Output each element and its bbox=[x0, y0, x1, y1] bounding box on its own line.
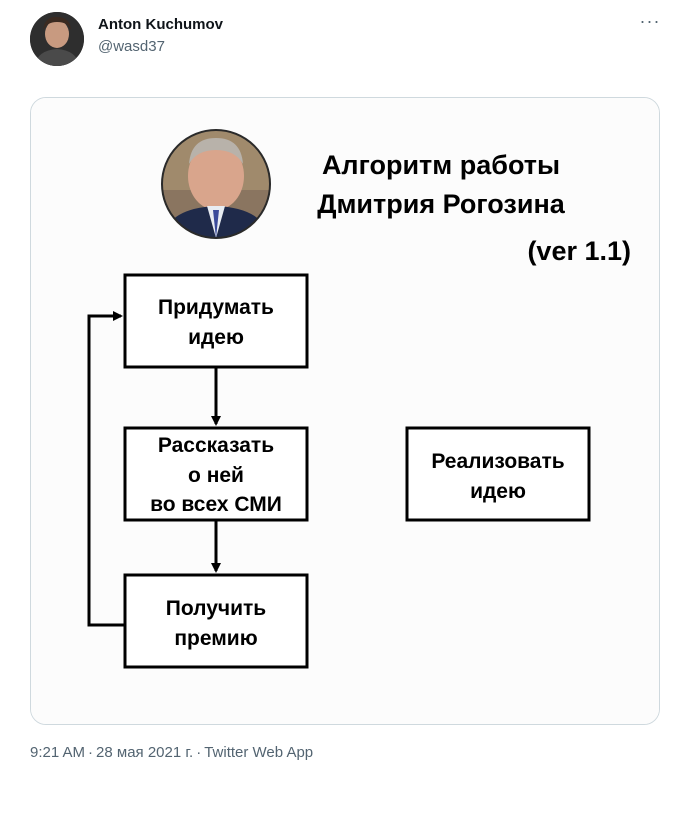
tweet-media[interactable]: Алгоритм работы Дмитрия Рогозина (ver 1.… bbox=[30, 97, 660, 725]
chart-title-line2: Дмитрия Рогозина bbox=[317, 189, 566, 219]
box-prize: Получить премию bbox=[123, 573, 309, 669]
box-tell-line2: о ней bbox=[188, 464, 244, 487]
box-implement-line1: Реализовать bbox=[431, 450, 564, 473]
more-dots-icon[interactable]: ··· bbox=[639, 11, 661, 31]
avatar-image bbox=[30, 12, 84, 66]
chart-version: (ver 1.1) bbox=[527, 236, 631, 266]
flowchart-image: Алгоритм работы Дмитрия Рогозина (ver 1.… bbox=[31, 98, 659, 724]
chart-title-line1: Алгоритм работы bbox=[322, 150, 560, 180]
tweet-source[interactable]: Twitter Web App bbox=[204, 744, 314, 761]
box-implement: Реализовать идею bbox=[405, 426, 591, 522]
portrait-photo bbox=[161, 129, 271, 239]
box-idea-line1: Придумать bbox=[158, 296, 274, 319]
box-tell-line3: во всех СМИ bbox=[150, 493, 282, 516]
author-avatar[interactable] bbox=[30, 12, 84, 66]
box-tell-line1: Рассказать bbox=[158, 434, 274, 457]
box-prize-line2: премию bbox=[174, 627, 257, 650]
box-tell: Рассказать о ней во всех СМИ bbox=[123, 426, 309, 522]
arrow-prize-loop-to-idea bbox=[87, 311, 125, 627]
box-prize-line1: Получить bbox=[166, 597, 267, 620]
box-implement-line2: идею bbox=[470, 480, 526, 503]
tweet-date[interactable]: 28 мая 2021 г. bbox=[96, 744, 194, 761]
box-idea-line2: идею bbox=[188, 326, 244, 349]
box-idea: Придумать идею bbox=[123, 273, 309, 369]
author-handle[interactable]: @wasd37 bbox=[98, 38, 165, 55]
meta-separator: · bbox=[88, 744, 94, 761]
tweet-time[interactable]: 9:21 AM bbox=[30, 744, 86, 761]
meta-separator-2: · bbox=[196, 744, 202, 761]
tweet-meta: 9:21 AM·28 мая 2021 г.·Twitter Web App bbox=[30, 744, 313, 761]
author-name[interactable]: Anton Kuchumov bbox=[98, 16, 223, 33]
